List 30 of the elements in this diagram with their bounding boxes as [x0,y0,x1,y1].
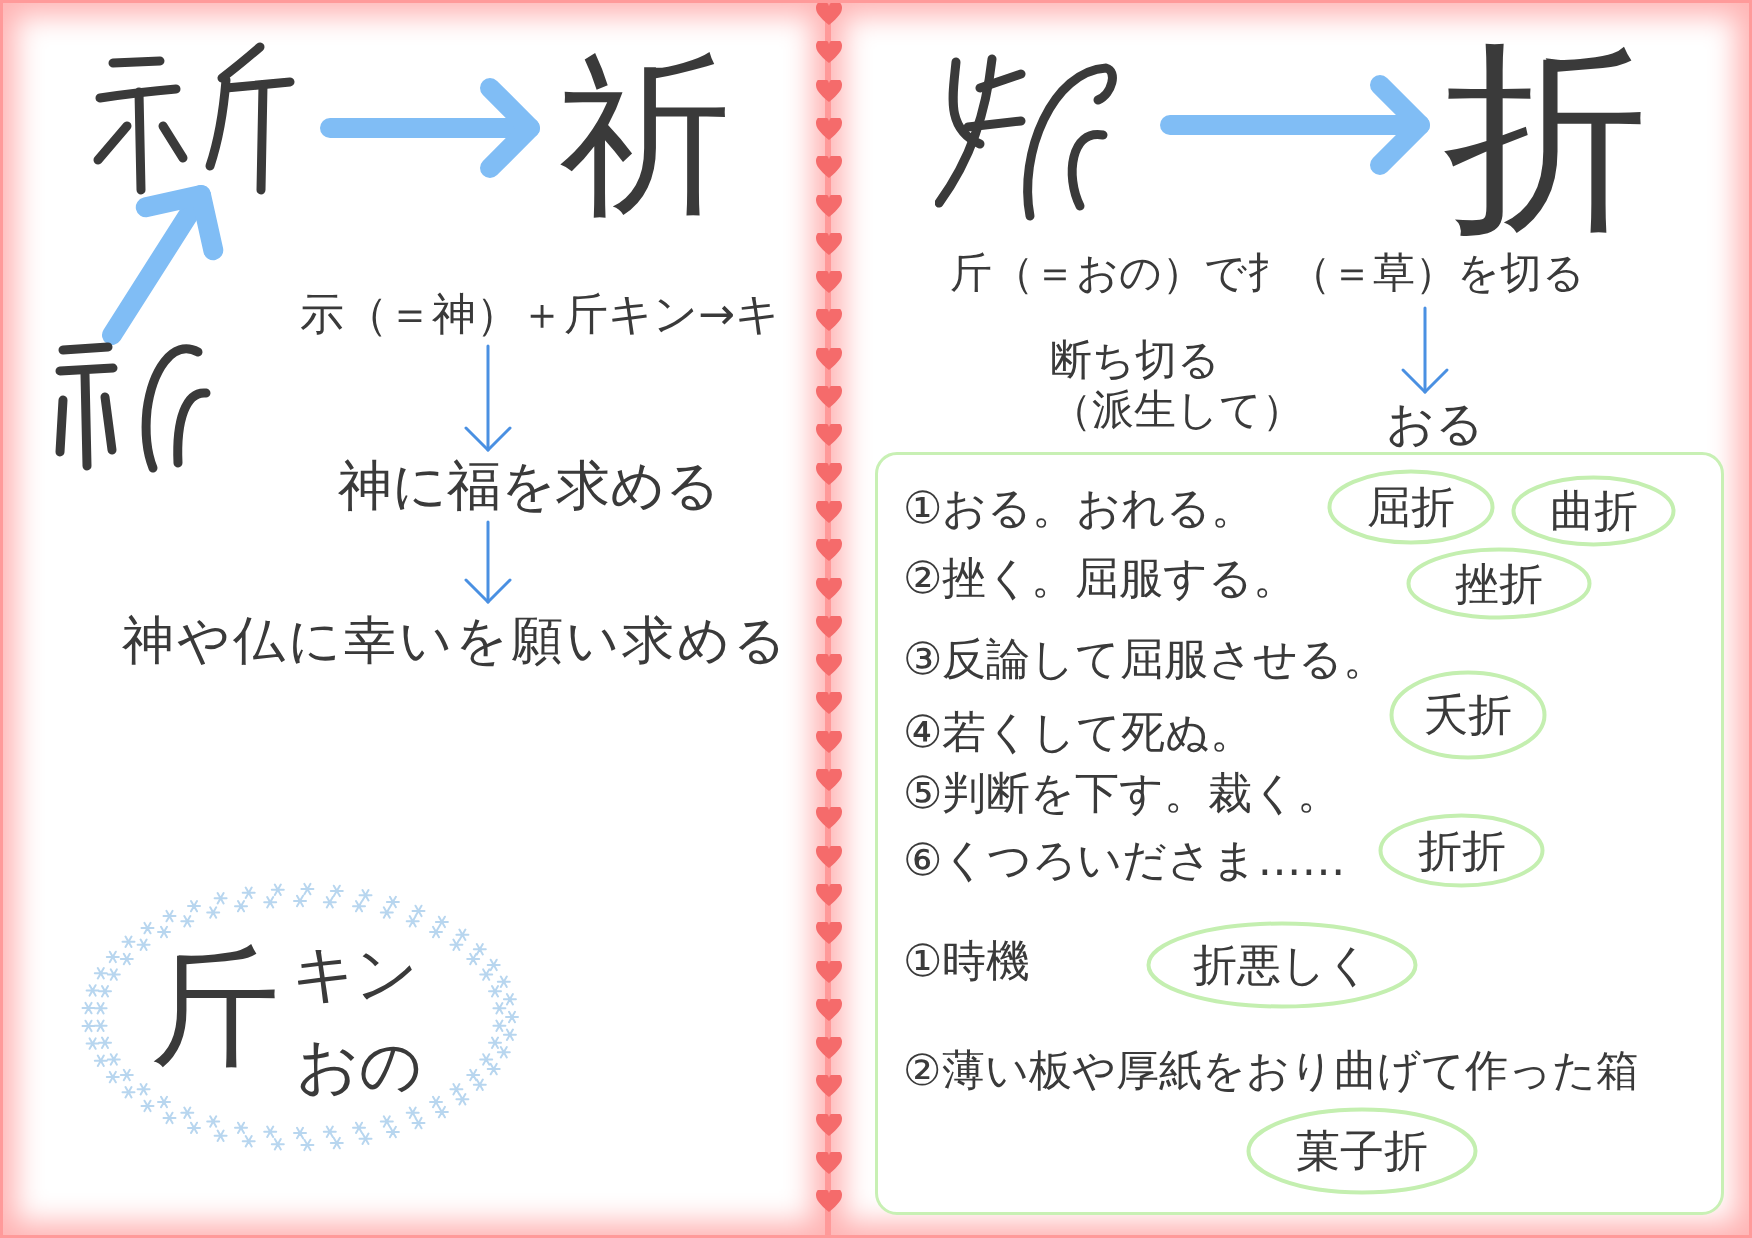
reading-text: おる [1380,392,1490,454]
kanji-character: 斤 [150,935,280,1080]
meaning-text: ③反論して屈服させる。 [903,632,1388,686]
arrow [1160,75,1430,175]
meaning-text: 神に福を求める [338,450,738,522]
meaning-text: ②挫く。屈服する。 [903,551,1298,605]
reading-text: キン [292,938,418,1010]
compound-word: 菓子折 [1296,1127,1428,1175]
meaning-text: ①おる。おれる。 [903,481,1256,535]
compound-word: 折折 [1417,826,1506,875]
etymology-text: 示（＝神）＋斤キン→キ [300,282,810,346]
meaning-text: 神や仏に幸いを願い求める [122,602,812,678]
arrow [464,520,512,604]
arrow [102,185,224,345]
meaning-text: ②薄い板や厚紙をおり曲げて作った箱 [903,1044,1639,1097]
meaning-panel [875,452,1724,1215]
reading-text: おの [296,1030,422,1102]
kanji-character: 祈 [530,38,760,233]
meaning-text: ⑥くつろいださま…… [903,833,1346,887]
meaning-text: ⑤判断を下す。裁く。 [903,766,1342,820]
compound-word: 屈折 [1367,483,1455,531]
compound-word: 挫折 [1455,559,1543,608]
compound-word: 夭折 [1424,691,1512,739]
arrow [320,78,540,178]
arrow [1401,306,1449,394]
meaning-text: ④若くして死ぬ。 [903,705,1255,759]
compound-word: 曲折 [1549,487,1638,535]
meaning-text: ①時機 [903,934,1031,988]
compound-word: 折悪しく [1193,941,1371,989]
arrow [464,344,512,452]
